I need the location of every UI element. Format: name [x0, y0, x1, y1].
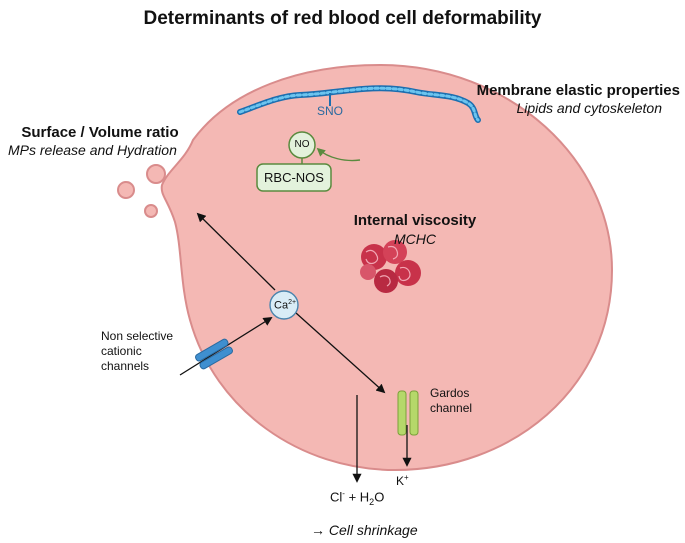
ca-charge: 2+ — [288, 299, 297, 306]
shrink-text: Cell shrinkage — [328, 522, 418, 538]
microparticle — [146, 164, 166, 184]
membrane-heading: Membrane elastic properties — [476, 82, 680, 99]
ca-text: Ca — [274, 299, 289, 312]
k-text: K — [396, 474, 405, 488]
gardos-line-2: channel — [430, 401, 473, 415]
red-blood-cell — [160, 63, 614, 472]
calcium-ion — [269, 290, 299, 320]
cytoskeleton-filament — [237, 85, 481, 123]
surface-sub: MPs release and Hydration — [8, 142, 177, 158]
nonselective-channel — [195, 338, 233, 370]
o-text: O — [374, 489, 385, 505]
nonselective-line-1: Non selective — [101, 329, 174, 343]
microparticle — [144, 204, 158, 218]
gardos-channel — [397, 390, 419, 436]
diagram-title: Determinants of red blood cell deformabi… — [143, 8, 542, 29]
nonselective-line-3: channels — [101, 359, 150, 373]
rbc-nos-label: RBC-NOS — [264, 170, 324, 185]
cl-text: Cl — [330, 489, 343, 505]
h2o-subscript: 2 — [369, 496, 375, 507]
k-label: K+ — [396, 473, 409, 488]
gardos-label: Gardos channel — [430, 386, 472, 416]
arrow-to-gardos — [295, 312, 386, 394]
rbc-nos-box — [256, 163, 332, 192]
shrinkage-label: → Cell shrinkage — [311, 522, 418, 538]
ca-label: Ca2+ — [274, 299, 296, 312]
arrow-to-surface — [196, 212, 276, 291]
nonselective-line-2: cationic — [101, 344, 142, 358]
plus-h-text: + H — [344, 489, 370, 505]
k-charge: + — [404, 473, 409, 482]
nonselective-label: Non selective cationic channels — [101, 329, 201, 374]
cl-charge: - — [342, 489, 345, 498]
viscosity-heading: Internal viscosity — [353, 212, 477, 229]
nos-arrow — [316, 147, 361, 162]
no-label: NO — [294, 139, 310, 150]
shrink-arrow-icon: → — [311, 522, 325, 538]
surface-heading: Surface / Volume ratio — [21, 124, 179, 141]
sno-label: SNO — [317, 104, 344, 118]
cl-h2o-label: Cl- + H2O — [330, 489, 384, 507]
microparticle — [117, 181, 135, 199]
gardos-line-1: Gardos — [430, 386, 470, 400]
membrane-sub: Lipids and cytoskeleton — [516, 100, 662, 116]
hemoglobin-cluster — [360, 240, 421, 293]
viscosity-sub: MCHC — [394, 231, 436, 247]
